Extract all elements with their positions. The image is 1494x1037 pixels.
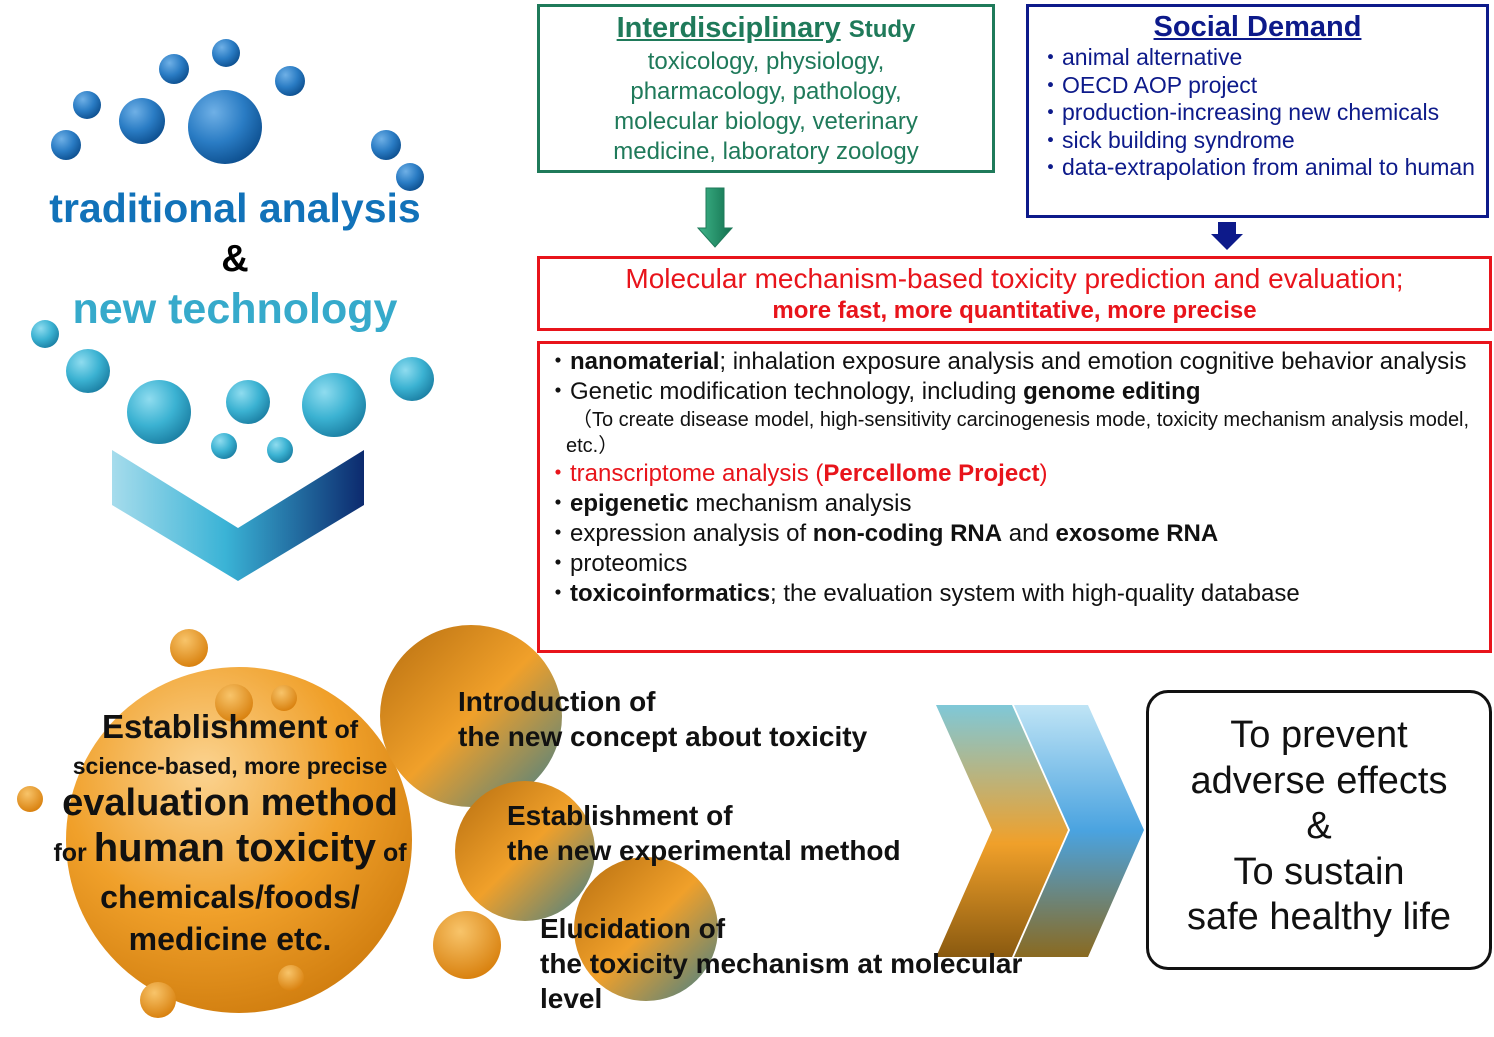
cyan-bubbles xyxy=(31,320,434,463)
blue-bubbles-top xyxy=(51,39,424,191)
goal-line: adverse effects xyxy=(1190,759,1448,802)
orange-bubbles xyxy=(17,629,501,1018)
molecular-mechanism-title: Molecular mechanism-based toxicity predi… xyxy=(625,263,1404,294)
down-arrow-navy xyxy=(1211,222,1243,250)
interdisciplinary-fields: toxicology, physiology, pharmacology, pa… xyxy=(540,47,992,167)
techniques-list: ・nanomaterial; inhalation exposure analy… xyxy=(546,347,1489,609)
list-item: ・toxicoinformatics; the evaluation syste… xyxy=(546,580,1300,607)
list-item: ・OECD AOP project xyxy=(1039,71,1258,98)
right-chevron-arrow-2 xyxy=(1014,705,1144,957)
list-item: ・transcriptome analysis (Percellome Proj… xyxy=(546,460,1048,487)
molecular-mechanism-subtitle: more fast, more quantitative, more preci… xyxy=(772,297,1257,324)
list-item: ・data-extrapolation from animal to human xyxy=(1039,154,1475,180)
list-item-note: （To create disease model, high-sensitivi… xyxy=(566,409,1470,457)
list-item: ・animal alternative xyxy=(1039,44,1243,70)
ampersand-label: & xyxy=(221,238,249,280)
traditional-analysis-label: traditional analysis xyxy=(49,185,421,231)
experimental-method-item: Establishment of the new experimental me… xyxy=(507,800,901,866)
down-arrow-green xyxy=(696,187,734,248)
social-demand-box: Social Demand ・animal alternative ・OECD … xyxy=(1026,4,1489,218)
interdisciplinary-title-main: Interdisciplinary xyxy=(616,12,841,44)
field-line: molecular biology, veterinary xyxy=(614,108,918,135)
social-demand-list: ・animal alternative ・OECD AOP project ・p… xyxy=(1029,44,1486,182)
elucidation-item: Elucidation of the toxicity mechanism at… xyxy=(540,913,1023,1014)
establishment-text: Establishment of science-based, more pre… xyxy=(53,708,407,957)
list-item: ・expression analysis of non-coding RNA a… xyxy=(546,520,1219,547)
list-item: ・epigenetic mechanism analysis xyxy=(546,490,912,517)
interdisciplinary-study-box: Interdisciplinary Study toxicology, phys… xyxy=(537,4,995,173)
list-item: ・sick building syndrome xyxy=(1039,126,1295,153)
list-item: ・Genetic modification technology, includ… xyxy=(546,378,1201,405)
field-line: medicine, laboratory zoology xyxy=(613,138,919,165)
list-item: ・nanomaterial; inhalation exposure analy… xyxy=(546,348,1467,375)
goal-box: To prevent adverse effects & To sustain … xyxy=(1146,690,1492,970)
interdisciplinary-title-small: Study xyxy=(848,16,916,43)
interdisciplinary-title: Interdisciplinary Study xyxy=(540,11,992,47)
right-chevron-arrow-1 xyxy=(936,705,1068,957)
goal-line: & xyxy=(1306,805,1332,847)
social-demand-title: Social Demand xyxy=(1153,11,1362,43)
item-circles xyxy=(380,625,718,1001)
goal-line: safe healthy life xyxy=(1186,896,1452,938)
down-chevron-shape xyxy=(112,450,364,581)
goal-line: To sustain xyxy=(1233,850,1405,893)
list-item: ・proteomics xyxy=(546,550,688,577)
molecular-mechanism-box: Molecular mechanism-based toxicity predi… xyxy=(537,256,1492,331)
field-line: toxicology, physiology, xyxy=(647,48,885,75)
list-item: ・production-increasing new chemicals xyxy=(1039,99,1440,125)
introduction-item: Introduction of the new concept about to… xyxy=(458,686,868,752)
goal-line: To prevent xyxy=(1230,714,1408,756)
new-technology-label: new technology xyxy=(72,285,398,333)
techniques-box: ・nanomaterial; inhalation exposure analy… xyxy=(537,341,1492,653)
field-line: pharmacology, pathology, xyxy=(630,78,902,105)
